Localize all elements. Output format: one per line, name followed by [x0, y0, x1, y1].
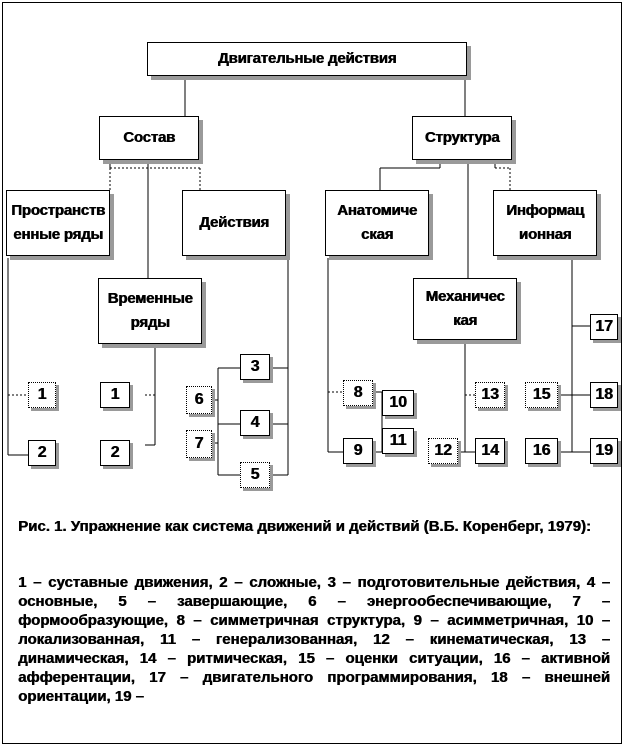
num-box: 6 — [186, 386, 212, 414]
root-box: Двигательные действия — [147, 42, 467, 76]
figure-legend: 1 – суставные движения, 2 – сложные, 3 –… — [18, 574, 610, 705]
num-box: 4 — [240, 410, 270, 436]
num-box: 19 — [590, 438, 618, 464]
figure-caption: Рис. 1. Упражнение как система движений … — [18, 518, 591, 535]
num-box: 10 — [382, 390, 414, 416]
figure-frame — [2, 2, 622, 744]
actions-box: Действия — [182, 190, 286, 256]
num-box: 18 — [590, 382, 618, 408]
num-box: 16 — [525, 438, 558, 464]
num-box: 14 — [475, 438, 505, 464]
num-box: 17 — [590, 314, 618, 340]
mechanical-box: Механичес кая — [413, 278, 517, 340]
num-box: 2 — [100, 440, 130, 466]
num-box: 13 — [475, 382, 505, 408]
num-box: 1 — [28, 382, 56, 408]
informational-box: Информац ионная — [493, 190, 597, 256]
num-box: 7 — [186, 430, 212, 458]
structure-box: Структура — [412, 116, 512, 160]
num-box: 12 — [428, 438, 458, 464]
num-box: 15 — [525, 382, 558, 408]
num-box: 8 — [343, 380, 373, 406]
num-box: 1 — [100, 382, 130, 408]
num-box: 3 — [240, 354, 270, 380]
spatial-series-box: Пространств енные ряды — [6, 190, 110, 256]
num-box: 5 — [240, 462, 270, 488]
composition-box: Состав — [99, 116, 199, 160]
num-box: 11 — [382, 428, 414, 454]
anatomical-box: Анатомиче ская — [325, 190, 429, 256]
temporal-series-box: Временные ряды — [98, 278, 202, 344]
num-box: 9 — [343, 438, 373, 464]
num-box: 2 — [28, 440, 56, 466]
